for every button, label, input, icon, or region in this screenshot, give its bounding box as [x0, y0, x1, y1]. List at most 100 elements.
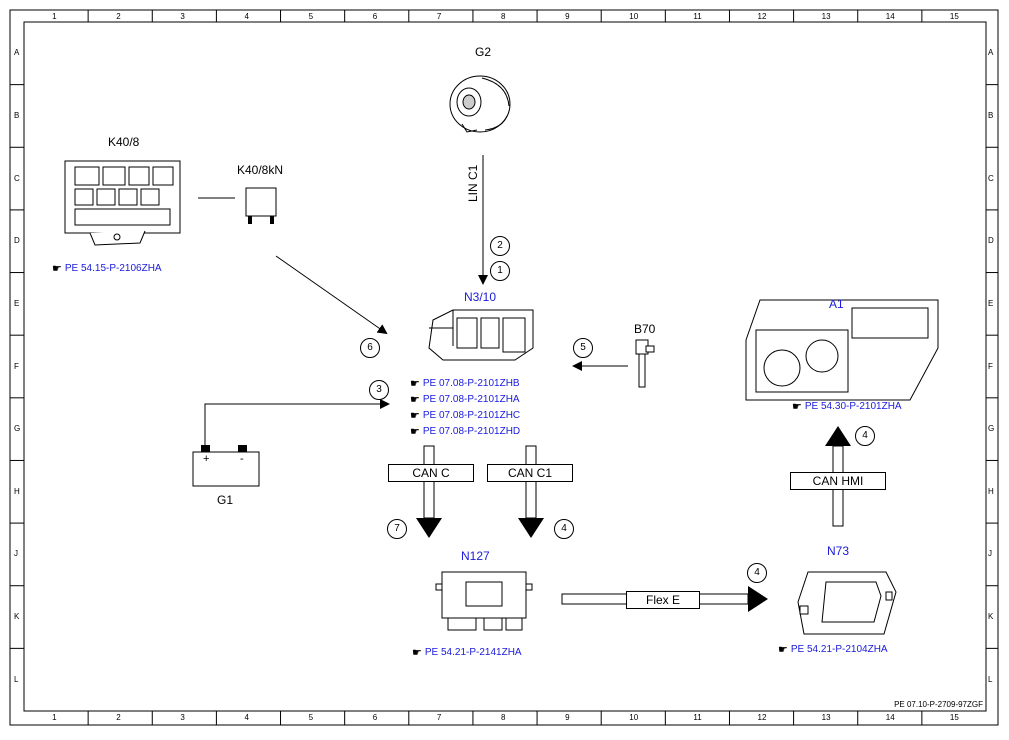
row-label-left: A	[14, 48, 20, 58]
row-label-left: E	[14, 298, 20, 308]
row-label-right: D	[988, 236, 994, 246]
row-label-right: F	[988, 361, 993, 371]
column-label-bottom: 10	[629, 713, 639, 722]
document-reference-footer: PE 07.10-P-2709-97ZGF	[894, 700, 983, 709]
row-label-right: A	[988, 48, 994, 58]
k40-8kn-label: K40/8kN	[237, 163, 284, 177]
row-label-left: K	[14, 612, 20, 622]
signal-marker-1: 1	[490, 261, 510, 281]
n73-reference-link[interactable]: ☛PE 54.21-P-2104ZHA	[778, 644, 888, 656]
a1-label: A1	[829, 297, 844, 311]
column-label-top: 11	[693, 12, 702, 21]
row-label-right: L	[988, 674, 993, 684]
column-label-bottom: 1	[52, 713, 57, 722]
signal-3-arrow	[204, 399, 390, 445]
inner-frame	[23, 21, 987, 712]
column-label-top: 3	[180, 12, 185, 21]
pointing-hand-icon: ☛	[778, 644, 788, 656]
column-label-bottom: 7	[436, 713, 442, 722]
b70-label: B70	[634, 322, 656, 336]
column-label-bottom: 3	[180, 713, 185, 722]
n3-10-reference-link-4[interactable]: ☛PE 07.08-P-2101ZHD	[410, 426, 521, 438]
column-label-bottom: 8	[501, 713, 506, 722]
g1-label: G1	[217, 493, 234, 507]
k40-8-label: K40/8	[108, 135, 140, 149]
column-label-top: 7	[436, 12, 442, 21]
pointing-hand-icon: ☛	[410, 394, 420, 406]
column-label-bottom: 14	[885, 713, 895, 722]
column-label-bottom: 2	[116, 713, 121, 722]
column-label-bottom: 6	[372, 713, 378, 722]
column-label-top: 1	[52, 12, 57, 21]
column-label-bottom: 5	[308, 713, 314, 722]
battery-icon	[192, 445, 260, 487]
signal-marker-5: 5	[573, 338, 593, 358]
pointing-hand-icon: ☛	[410, 426, 420, 438]
column-label-bottom: 15	[949, 713, 959, 722]
signal-marker-4-hmi: 4	[855, 426, 875, 446]
pointing-hand-icon: ☛	[792, 401, 802, 413]
column-label-top: 10	[629, 12, 639, 21]
row-label-left: B	[14, 110, 20, 120]
column-label-bottom: 11	[693, 713, 702, 722]
column-label-top: 6	[372, 12, 378, 21]
a1-reference-link[interactable]: ☛PE 54.30-P-2101ZHA	[792, 401, 902, 413]
k40-8-reference-link[interactable]: ☛PE 54.15-P-2106ZHA	[52, 263, 162, 275]
row-label-right: J	[988, 549, 992, 559]
fuse-relay-box-icon	[64, 160, 181, 246]
row-label-right: C	[988, 173, 994, 183]
pointing-hand-icon: ☛	[410, 410, 420, 422]
n3-10-label: N3/10	[464, 290, 497, 304]
engine-control-unit-icon	[428, 309, 534, 361]
signal-marker-4-flex-e: 4	[747, 563, 767, 583]
n127-label: N127	[461, 549, 490, 563]
column-label-top: 9	[565, 12, 570, 21]
signal-marker-7: 7	[387, 519, 407, 539]
pointing-hand-icon: ☛	[412, 647, 422, 659]
signal-marker-4-can-c1: 4	[554, 519, 574, 539]
pointing-hand-icon: ☛	[52, 263, 62, 275]
n3-10-reference-link-3[interactable]: ☛PE 07.08-P-2101ZHC	[410, 410, 521, 422]
can-hmi-label: CAN HMI	[790, 472, 886, 490]
row-label-right: E	[988, 298, 994, 308]
row-label-left: G	[14, 424, 21, 434]
pointing-hand-icon: ☛	[410, 378, 420, 390]
sensor-icon	[635, 339, 655, 388]
can-c1-bus-arrow	[518, 445, 544, 538]
column-label-bottom: 12	[757, 713, 767, 722]
column-label-top: 4	[244, 12, 249, 21]
column-label-top: 2	[116, 12, 121, 21]
column-label-top: 8	[501, 12, 506, 21]
flex-e-label: Flex E	[626, 591, 700, 609]
n127-reference-link[interactable]: ☛PE 54.21-P-2141ZHA	[412, 647, 522, 659]
column-label-top: 14	[885, 12, 895, 21]
control-module-icon	[435, 571, 533, 631]
row-label-right: B	[988, 110, 994, 120]
signal-6-arrow	[275, 255, 388, 335]
can-c-bus-arrow	[416, 445, 442, 538]
row-label-left: C	[14, 173, 20, 183]
row-label-left: J	[14, 549, 18, 559]
signal-marker-2: 2	[490, 236, 510, 256]
column-label-top: 5	[308, 12, 314, 21]
row-label-right: H	[988, 486, 994, 496]
relay-icon	[245, 187, 277, 224]
n3-10-reference-link-2[interactable]: ☛PE 07.08-P-2101ZHA	[410, 394, 520, 406]
column-label-top: 12	[757, 12, 767, 21]
signal-marker-3: 3	[369, 380, 389, 400]
column-label-bottom: 13	[821, 713, 831, 722]
column-label-bottom: 4	[244, 713, 249, 722]
row-label-left: H	[14, 486, 20, 496]
instrument-cluster-icon	[745, 299, 939, 401]
column-label-top: 13	[821, 12, 831, 21]
row-label-right: K	[988, 612, 994, 622]
battery-plus-label: +	[203, 453, 210, 465]
ignition-switch-icon	[797, 571, 897, 635]
column-label-top: 15	[949, 12, 959, 21]
column-label-bottom: 9	[565, 713, 570, 722]
battery-minus-label: -	[240, 453, 244, 465]
n3-10-reference-link-1[interactable]: ☛PE 07.08-P-2101ZHB	[410, 378, 520, 390]
row-label-left: L	[14, 674, 19, 684]
